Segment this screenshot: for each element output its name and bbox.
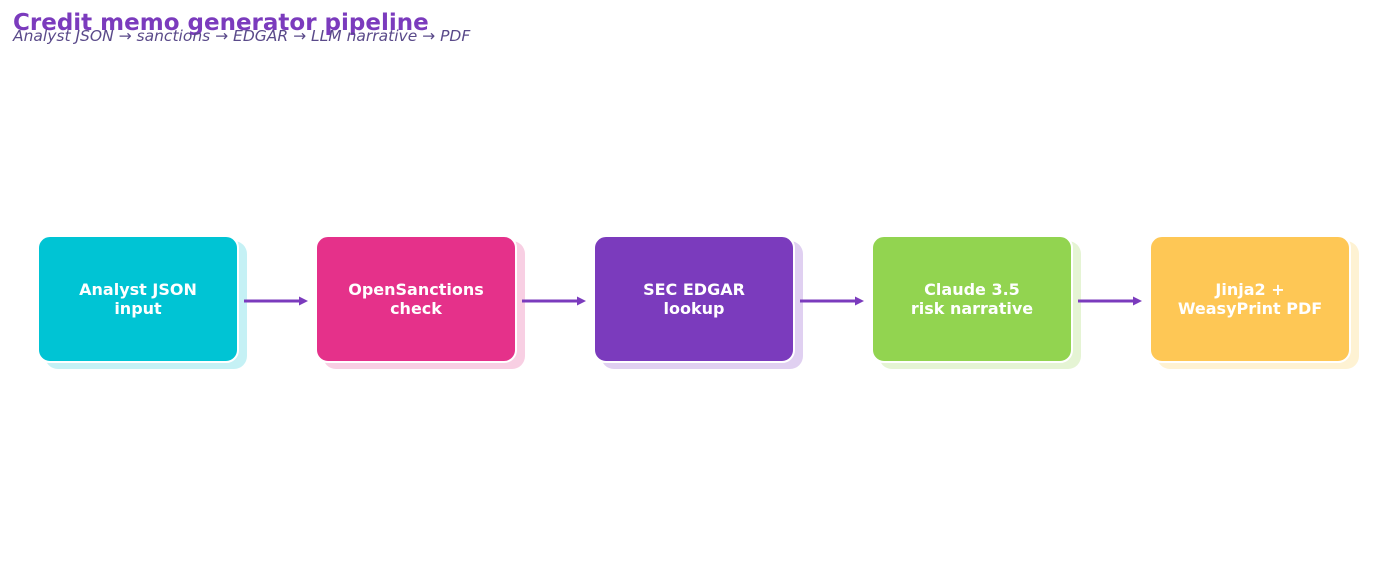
stage-label-line: Analyst JSON xyxy=(79,279,197,299)
stage-label-line: risk narrative xyxy=(910,299,1034,318)
arrow-right-icon xyxy=(522,296,586,306)
page-subtitle: Analyst JSON → sanctions → EDGAR → LLM n… xyxy=(13,27,471,45)
arrow-right-icon xyxy=(1078,296,1142,306)
stage-card: Analyst JSON input xyxy=(37,235,239,363)
stage-label-line: WeasyPrint PDF xyxy=(1177,299,1323,318)
stage-claude-risk-narrative: Claude 3.5 risk narrative xyxy=(871,235,1081,369)
stage-label-line: check xyxy=(390,299,442,318)
stage-label-line: Jinja2 + xyxy=(1215,279,1285,299)
stage-label-line: SEC EDGAR xyxy=(643,279,745,299)
stage-card: SEC EDGAR lookup xyxy=(593,235,795,363)
page-title: Credit memo generator pipeline xyxy=(13,10,429,36)
stage-label-line: Claude 3.5 xyxy=(924,279,1020,299)
stage-sec-edgar-lookup: SEC EDGAR lookup xyxy=(593,235,803,369)
stage-card: OpenSanctions check xyxy=(315,235,517,363)
stage-jinja2-weasyprint-pdf: Jinja2 + WeasyPrint PDF xyxy=(1149,235,1359,369)
stage-card: Jinja2 + WeasyPrint PDF xyxy=(1149,235,1351,363)
arrow-right-icon xyxy=(244,296,308,306)
stage-opensanctions-check: OpenSanctions check xyxy=(315,235,525,369)
arrow-right-icon xyxy=(800,296,864,306)
stage-card: Claude 3.5 risk narrative xyxy=(871,235,1073,363)
stage-label-line: input xyxy=(114,299,162,318)
stage-analyst-json-input: Analyst JSON input xyxy=(37,235,247,369)
stage-label-line: lookup xyxy=(663,299,725,318)
stage-label-line: OpenSanctions xyxy=(348,279,484,299)
